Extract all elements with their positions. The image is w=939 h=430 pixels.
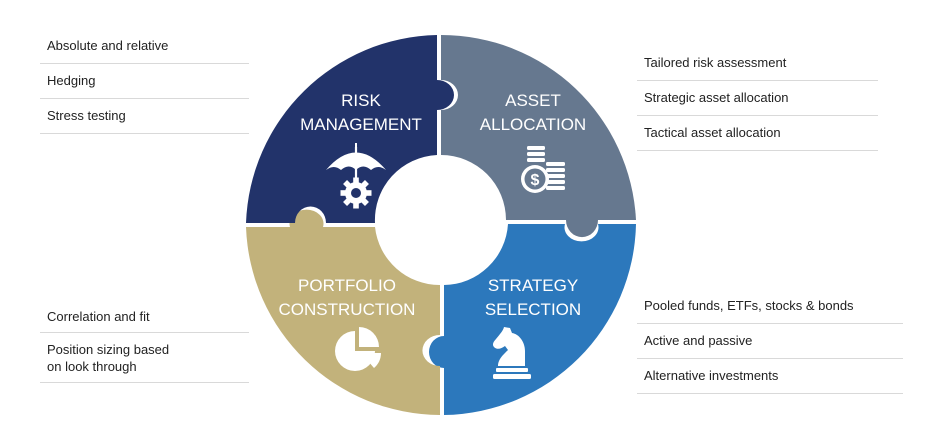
- list-item: Pooled funds, ETFs, stocks & bonds: [637, 289, 903, 324]
- strategy-label-line2: SELECTION: [485, 300, 581, 319]
- portfolio-label-line1: PORTFOLIO: [298, 276, 396, 295]
- list-item: Absolute and relative: [40, 29, 249, 64]
- chess-knight-icon: [492, 327, 531, 379]
- asset-label-line2: ALLOCATION: [480, 115, 586, 134]
- list-item: Active and passive: [637, 324, 903, 359]
- segment-portfolio-construction: [246, 209, 440, 415]
- list-item: Stress testing: [40, 99, 249, 134]
- coin-stack-dollar-icon: $: [521, 146, 565, 193]
- segment-asset-allocation: [441, 34, 636, 238]
- list-item: Position sizing based on look through: [40, 333, 249, 383]
- risk-label-line2: MANAGEMENT: [300, 115, 422, 134]
- risk-label-line1: RISK: [341, 91, 381, 110]
- pie-chart-icon: [335, 327, 381, 371]
- strategy-label-line1: STRATEGY: [488, 276, 578, 295]
- list-item: Strategic asset allocation: [637, 81, 878, 116]
- list-item: Tactical asset allocation: [637, 116, 878, 151]
- umbrella-gear-icon: [326, 143, 386, 209]
- risk-management-list: Absolute and relative Hedging Stress tes…: [40, 29, 249, 134]
- list-item: Correlation and fit: [40, 300, 249, 333]
- portfolio-construction-list: Correlation and fit Position sizing base…: [40, 300, 249, 383]
- portfolio-label-line2: CONSTRUCTION: [279, 300, 416, 319]
- svg-text:$: $: [531, 172, 540, 189]
- list-item: Alternative investments: [637, 359, 903, 394]
- asset-label-line1: ASSET: [505, 91, 561, 110]
- segment-strategy-selection: [429, 224, 636, 415]
- strategy-selection-list: Pooled funds, ETFs, stocks & bonds Activ…: [637, 289, 903, 394]
- list-item: Hedging: [40, 64, 249, 99]
- segment-risk-management: [246, 35, 454, 223]
- asset-allocation-list: Tailored risk assessment Strategic asset…: [637, 46, 878, 151]
- list-item: Tailored risk assessment: [637, 46, 878, 81]
